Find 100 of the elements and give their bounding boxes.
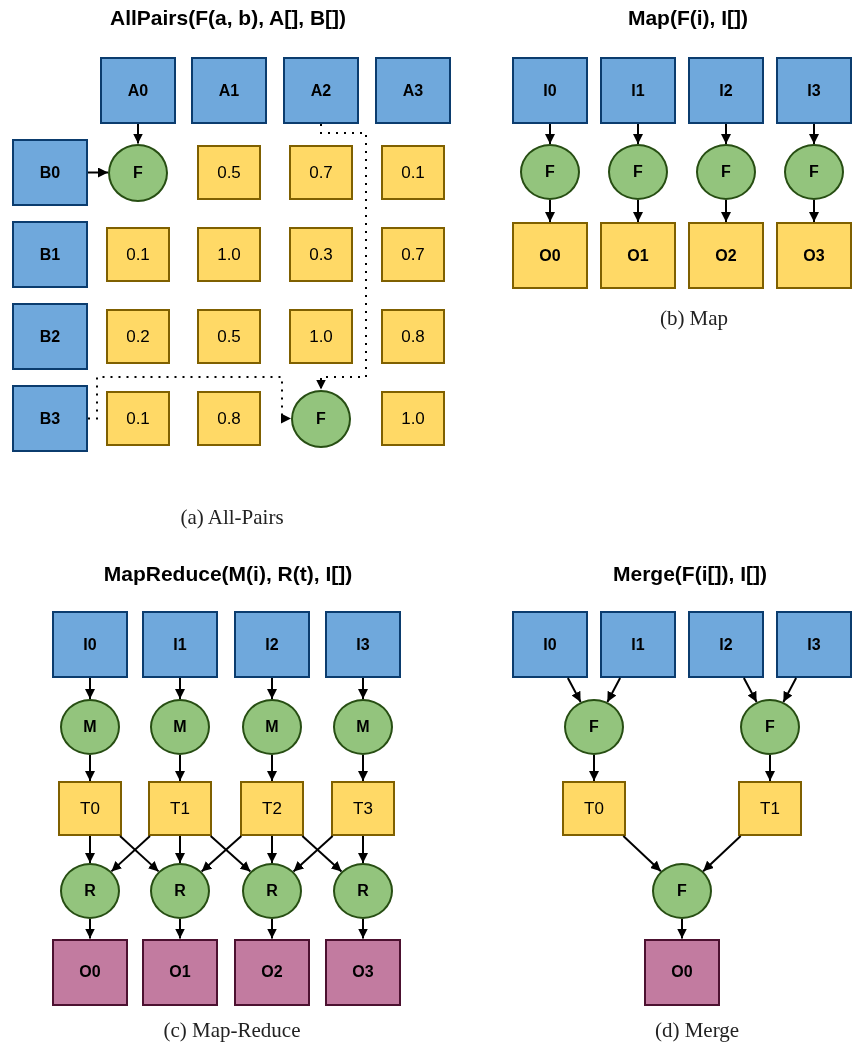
value-box: 1.0 <box>197 227 261 282</box>
value-box: 0.1 <box>106 391 170 446</box>
input-box: I3 <box>776 57 852 124</box>
value-box: 1.0 <box>381 391 445 446</box>
output-box: O0 <box>52 938 128 1006</box>
output-box: O2 <box>688 222 764 289</box>
function-circle: R <box>60 863 120 919</box>
arrow <box>765 754 775 782</box>
input-box: A3 <box>375 57 451 124</box>
output-box: O2 <box>234 938 310 1006</box>
value-box: 0.8 <box>381 309 445 364</box>
arrow <box>292 835 334 873</box>
arrow <box>809 199 819 223</box>
input-box: I2 <box>688 57 764 124</box>
arrow <box>267 918 277 940</box>
arrow <box>622 835 662 873</box>
input-box: A0 <box>100 57 176 124</box>
input-box: I3 <box>776 611 852 678</box>
value-box: T1 <box>738 781 802 836</box>
arrow <box>175 918 185 940</box>
arrow <box>702 835 742 873</box>
arrow <box>545 123 555 145</box>
input-box: B1 <box>12 221 88 288</box>
input-box: A2 <box>283 57 359 124</box>
function-circle: F <box>696 144 756 200</box>
value-box: 0.3 <box>289 227 353 282</box>
arrow <box>545 199 555 223</box>
value-box: 0.1 <box>106 227 170 282</box>
arrow <box>677 918 687 940</box>
arrow <box>175 754 185 782</box>
output-box: O1 <box>600 222 676 289</box>
panel-title: Map(F(i), I[]) <box>627 6 749 30</box>
panel-title: Merge(F(i[]), I[]) <box>613 562 767 586</box>
arrow <box>209 835 252 873</box>
arrow <box>133 123 143 145</box>
value-box: 0.7 <box>289 145 353 200</box>
panel-title: MapReduce(M(i), R(t), I[]) <box>103 562 353 586</box>
output-box: O0 <box>512 222 588 289</box>
arrow <box>358 835 368 864</box>
arrow <box>175 677 185 700</box>
arrow <box>85 754 95 782</box>
arrow <box>358 918 368 940</box>
output-box: O3 <box>776 222 852 289</box>
arrow <box>85 835 95 864</box>
value-box: 1.0 <box>289 309 353 364</box>
value-box: 0.8 <box>197 391 261 446</box>
panel-caption: (b) Map <box>659 305 729 331</box>
arrow <box>633 123 643 145</box>
input-box: I1 <box>600 57 676 124</box>
arrow <box>633 199 643 223</box>
value-box: T0 <box>58 781 122 836</box>
arrow <box>809 123 819 145</box>
arrow <box>267 754 277 782</box>
function-circle: F <box>652 863 712 919</box>
arrow <box>589 754 599 782</box>
arrow <box>742 677 758 703</box>
panel-caption: (c) Map-Reduce <box>163 1017 301 1043</box>
panel-caption: (d) Merge <box>654 1017 740 1043</box>
dotted-arrow <box>316 123 367 391</box>
arrow <box>358 754 368 782</box>
arrow <box>566 677 582 703</box>
arrow <box>782 677 798 703</box>
arrow <box>721 199 731 223</box>
arrow <box>87 167 109 178</box>
function-circle: F <box>608 144 668 200</box>
function-circle: M <box>150 699 210 755</box>
arrow <box>606 677 622 703</box>
function-circle: M <box>242 699 302 755</box>
value-box: T3 <box>331 781 395 836</box>
input-box: I2 <box>234 611 310 678</box>
function-circle: M <box>60 699 120 755</box>
input-box: I0 <box>512 57 588 124</box>
input-box: B2 <box>12 303 88 370</box>
value-box: 0.5 <box>197 309 261 364</box>
function-circle: R <box>242 863 302 919</box>
panel-caption: (a) All-Pairs <box>180 504 284 530</box>
value-box: T1 <box>148 781 212 836</box>
value-box: 0.7 <box>381 227 445 282</box>
function-circle: F <box>108 143 168 202</box>
function-circle: F <box>564 699 624 755</box>
input-box: I1 <box>600 611 676 678</box>
input-box: I2 <box>688 611 764 678</box>
value-box: T2 <box>240 781 304 836</box>
value-box: 0.1 <box>381 145 445 200</box>
function-circle: F <box>740 699 800 755</box>
value-box: T0 <box>562 781 626 836</box>
value-box: 0.2 <box>106 309 170 364</box>
arrow <box>110 835 151 873</box>
dotted-arrow <box>87 376 292 424</box>
value-box: 0.5 <box>197 145 261 200</box>
arrow <box>175 835 185 864</box>
input-box: A1 <box>191 57 267 124</box>
arrow <box>85 918 95 940</box>
output-box: O0 <box>644 938 720 1006</box>
input-box: B3 <box>12 385 88 452</box>
arrow <box>721 123 731 145</box>
arrow <box>301 835 343 873</box>
arrow <box>200 835 243 873</box>
function-circle: F <box>520 144 580 200</box>
function-circle: M <box>333 699 393 755</box>
